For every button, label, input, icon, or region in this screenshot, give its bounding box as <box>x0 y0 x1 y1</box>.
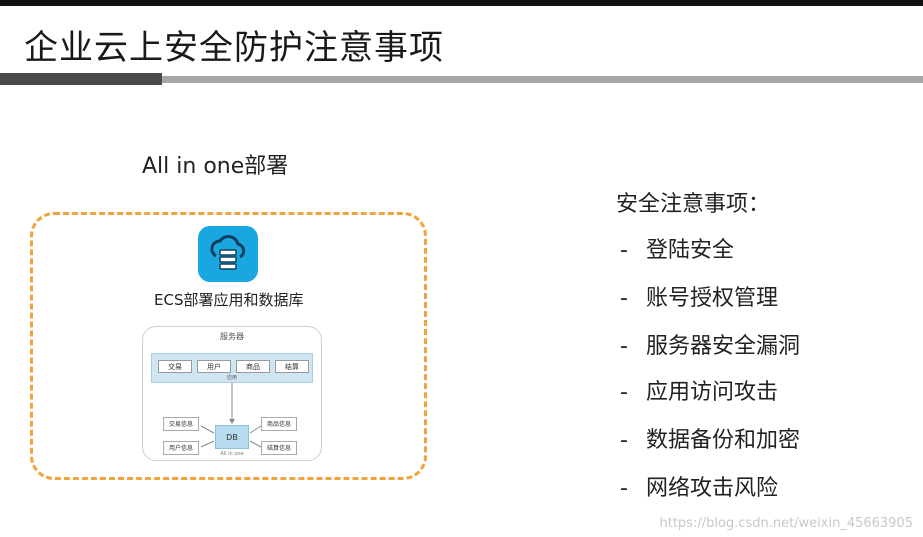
note-text: 服务器安全漏洞 <box>646 334 801 359</box>
note-dash: - <box>620 334 628 359</box>
server-title: 服务器 <box>220 332 244 341</box>
info-trade: 交易信息 <box>163 417 199 431</box>
note-text: 网络攻击风险 <box>646 476 779 501</box>
note-dash: - <box>620 238 628 263</box>
note-item: -服务器安全漏洞 <box>620 328 800 360</box>
app-chip-trade: 交易 <box>158 360 192 373</box>
info-settlement: 结算信息 <box>261 441 297 455</box>
note-item: -网络攻击风险 <box>620 470 778 502</box>
title-underline-light <box>162 76 923 83</box>
note-text: 登陆安全 <box>646 238 735 263</box>
slide-title: 企业云上安全防护注意事项 <box>24 28 444 68</box>
app-chip-user: 用户 <box>197 360 231 373</box>
top-edge-bar <box>0 0 923 6</box>
title-underline-dark <box>0 73 162 85</box>
note-dash: - <box>620 380 628 405</box>
note-text: 账号授权管理 <box>646 286 779 311</box>
server-diagram: 服务器 交易 用户 商品 结算 应用 DB 交易信息 用户信息 商品信息 结算信… <box>142 326 322 461</box>
info-product: 商品信息 <box>261 417 297 431</box>
deployment-frame <box>30 212 427 480</box>
note-item: -账号授权管理 <box>620 280 778 312</box>
info-user: 用户信息 <box>163 441 199 455</box>
note-item: -应用访问攻击 <box>620 374 778 406</box>
application-label: 应用 <box>226 375 237 381</box>
note-dash: - <box>620 428 628 453</box>
database-box: DB <box>215 425 249 449</box>
diagram-connectors <box>200 383 262 448</box>
ecs-caption: ECS部署应用和数据库 <box>154 291 304 309</box>
note-item: -登陆安全 <box>620 232 734 264</box>
app-chip-product: 商品 <box>236 360 270 373</box>
app-chip-settlement: 结算 <box>275 360 309 373</box>
note-text: 数据备份和加密 <box>646 428 801 453</box>
application-band: 交易 用户 商品 结算 应用 <box>151 353 313 383</box>
notes-heading: 安全注意事项： <box>616 192 771 217</box>
diagram-caption: All in one <box>220 451 244 457</box>
note-dash: - <box>620 476 628 501</box>
note-dash: - <box>620 286 628 311</box>
deployment-label: All in one部署 <box>142 154 289 179</box>
watermark-url: https://blog.csdn.net/weixin_45663905 <box>659 516 913 531</box>
note-item: -数据备份和加密 <box>620 422 800 454</box>
cloud-database-icon <box>198 226 258 282</box>
note-text: 应用访问攻击 <box>646 380 779 405</box>
